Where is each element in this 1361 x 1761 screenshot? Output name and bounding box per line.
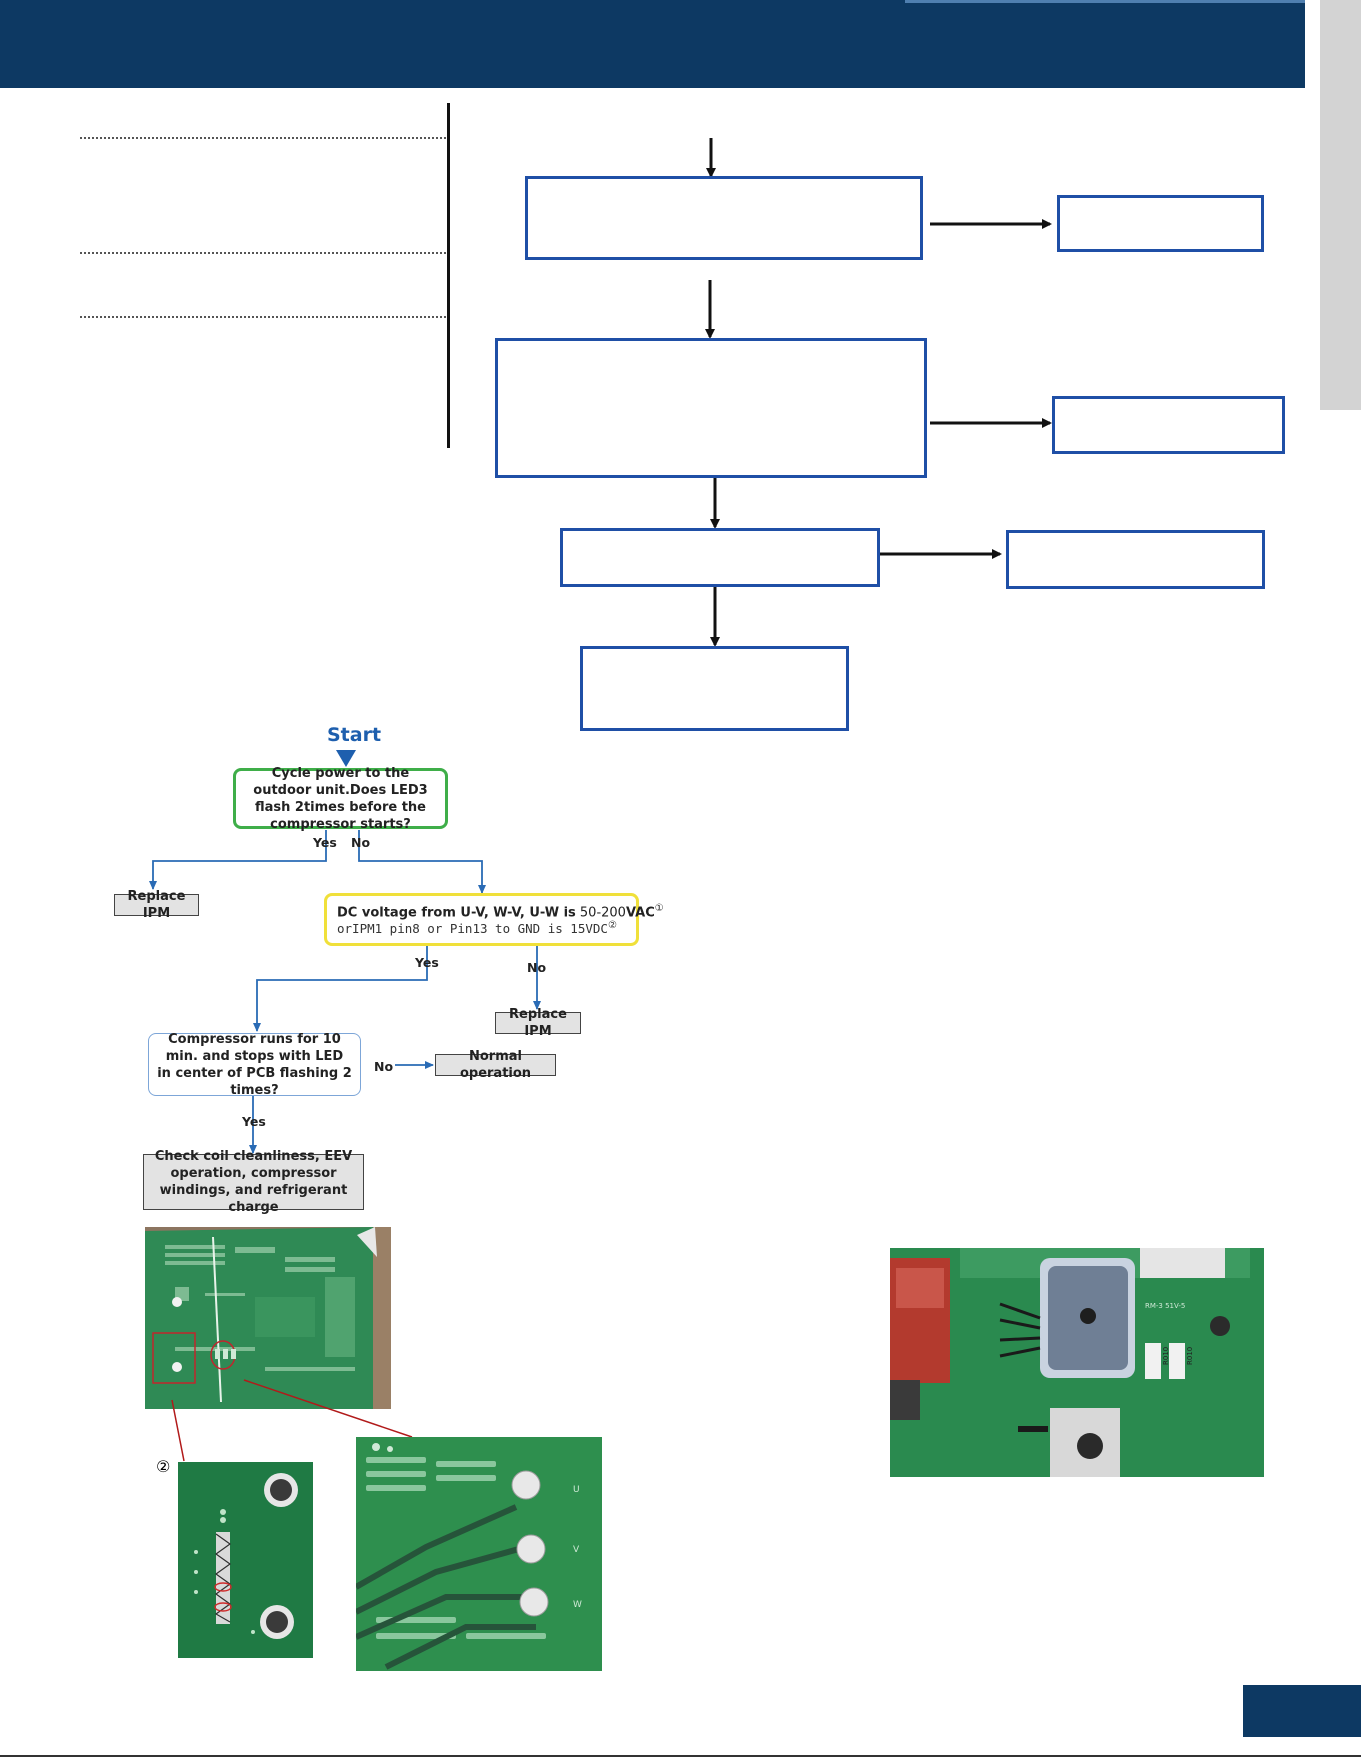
bridge-model-label: RM-3 51V-5 [1145,1302,1185,1310]
pcb-label-w: W [573,1600,582,1610]
header-bar [0,0,1305,88]
bridge-rectifier-image: R010 R010 RM-3 51V-5 [890,1248,1264,1477]
dotted-rule-3 [80,316,446,318]
side-tab [1318,0,1361,410]
pcb-overview-image [145,1227,391,1409]
dc-voltage-line-1: DC voltage from U-V, W-V, U-W is 50-200V… [337,903,664,920]
note-marker-2: ② [607,920,617,932]
upper-side-box-1 [1057,195,1264,252]
ipm-pins-closeup-photo [178,1462,313,1658]
ipm-traces-closeup-image: U V W [356,1437,602,1671]
note-marker-1: ① [654,902,664,914]
upper-box-2 [495,338,927,478]
dotted-rule-1 [80,137,446,139]
pcb-label-v: V [573,1545,580,1555]
ipm-traces-closeup-photo: U V W [356,1437,602,1671]
replace-ipm-text-1: Replace IPM [127,889,186,921]
replace-ipm-box-2: Replace IPM [495,1007,581,1039]
q3-yes-label: Yes [242,1114,266,1129]
start-label: Start [327,724,382,746]
bridge-rectifier-photo: R010 R010 RM-3 51V-5 [890,1248,1264,1477]
resistor-label-2: R010 [1186,1347,1194,1365]
q2-no-label: No [527,960,547,975]
q3-no-label: No [374,1059,394,1074]
flowchart-connectors [149,750,541,1154]
upper-box-3 [560,528,880,587]
side-tab-divider [1318,0,1320,410]
q1-yes-label: Yes [313,835,337,850]
upper-flowchart-arrows [705,138,1052,647]
question-led3-text: Cycle power to the outdoor unit.Does LED… [253,765,428,832]
resistor-label-1: R010 [1162,1347,1170,1365]
callout-lines [171,1379,413,1462]
replace-ipm-text-2: Replace IPM [509,1007,567,1039]
final-check-text: Check coil cleanliness, EEV operation, c… [154,1149,353,1215]
closeup-note-marker: ② [156,1459,171,1476]
upper-side-box-2 [1052,396,1285,454]
question-led3-flash: Cycle power to the outdoor unit.Does LED… [233,766,448,832]
dotted-rule-2 [80,252,446,254]
upper-box-4 [580,646,849,731]
normal-operation-box: Normal operation [435,1049,556,1081]
final-check-box: Check coil cleanliness, EEV operation, c… [143,1149,364,1215]
question-compressor-text: Compressor runs for 10 min. and stops wi… [157,1031,352,1098]
ipm-pins-closeup-image [178,1462,313,1658]
page-number-box [1243,1685,1361,1737]
header-accent-strip [905,0,1305,3]
q2-yes-label: Yes [415,955,439,970]
dc-voltage-text: DC voltage from U-V, W-V, U-W is [337,905,576,921]
upper-side-box-3 [1006,530,1265,589]
ipm-pin-text: orIPM1 pin8 or Pin13 to GND is 15VDC [337,921,608,937]
replace-ipm-box-1: Replace IPM [114,889,199,921]
question-compressor-runs: Compressor runs for 10 min. and stops wi… [148,1031,361,1098]
dc-voltage-line-2: orIPM1 pin8 or Pin13 to GND is 15VDC② [337,920,617,936]
question-dc-voltage: DC voltage from U-V, W-V, U-W is 50-200V… [324,893,664,946]
upper-box-1 [525,176,923,260]
dc-voltage-value: 50-200 [579,905,626,921]
footer-rule [0,1755,1361,1757]
q1-no-label: No [351,835,371,850]
column-divider [447,103,450,448]
normal-operation-text: Normal operation [459,1049,532,1081]
pcb-overview-photo [145,1227,391,1409]
pcb-label-u: U [573,1485,580,1495]
dc-voltage-unit: VAC [625,905,655,921]
